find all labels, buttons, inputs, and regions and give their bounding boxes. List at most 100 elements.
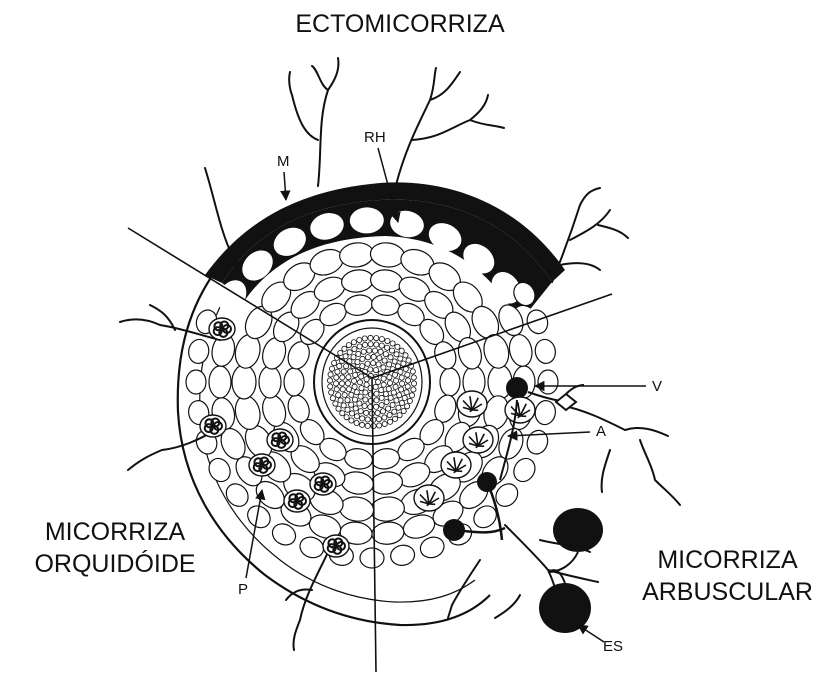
label-P: P	[238, 581, 248, 598]
peloton	[284, 490, 310, 512]
vascular-cell	[373, 384, 378, 389]
vascular-cell	[374, 336, 379, 341]
cortex-cell	[538, 370, 558, 394]
vascular-cell	[368, 335, 373, 340]
peloton	[209, 318, 235, 340]
cortex-cell	[259, 366, 281, 398]
vascular-cell	[348, 369, 353, 374]
arbuscule	[441, 452, 471, 478]
vascular-cell	[332, 361, 337, 366]
vascular-cell	[382, 415, 387, 420]
vascular-cell	[389, 348, 394, 353]
cortex-cell	[370, 293, 401, 318]
vascular-cell	[365, 361, 370, 366]
vascular-cell	[381, 365, 386, 370]
vascular-cell	[358, 409, 363, 414]
vascular-cell	[411, 375, 416, 380]
vascular-cell	[399, 381, 404, 386]
cortex-cell	[338, 241, 375, 269]
vascular-cell	[392, 372, 397, 377]
vascular-cell	[346, 375, 351, 380]
vascular-cell	[328, 372, 333, 377]
cortex-cell	[389, 543, 416, 567]
vascular-cell	[334, 387, 339, 392]
vascular-cell	[364, 410, 369, 415]
vascular-cell	[359, 386, 364, 391]
cortex-cell	[371, 521, 405, 546]
label-V: V	[652, 378, 662, 395]
vascular-cell	[399, 400, 404, 405]
vascular-cell	[362, 336, 367, 341]
label-RH: RH	[364, 129, 386, 146]
vascular-cell	[353, 406, 358, 411]
peloton	[310, 473, 336, 495]
cortex-cell	[205, 455, 234, 486]
vascular-cell	[362, 342, 367, 347]
vascular-cell	[387, 412, 392, 417]
vascular-cell	[343, 354, 348, 359]
vascular-cell	[387, 375, 392, 380]
vascular-cell	[406, 358, 411, 363]
vascular-cell	[379, 343, 384, 348]
vascular-cell	[394, 398, 399, 403]
vascular-cell	[372, 348, 377, 353]
vascular-cell	[371, 424, 376, 429]
arbuscule	[463, 427, 493, 453]
vascular-cell	[383, 352, 388, 357]
vascular-cell	[359, 374, 364, 379]
vascular-cell	[333, 401, 338, 406]
cortex-cell	[340, 268, 375, 294]
vascular-cell	[345, 381, 350, 386]
vascular-cell	[404, 390, 409, 395]
vascular-cell	[368, 367, 373, 372]
vascular-cell	[399, 375, 404, 380]
vascular-cell	[367, 348, 372, 353]
label-A: A	[596, 423, 606, 440]
cortex-cell	[209, 366, 231, 398]
cortex-cell	[369, 268, 404, 294]
cortex-cell	[340, 470, 375, 496]
vascular-cell	[398, 356, 403, 361]
vascular-cell	[347, 350, 352, 355]
vascular-cell	[340, 411, 345, 416]
vascular-cell	[371, 361, 376, 366]
cortex-cell	[370, 447, 401, 472]
arbuscule	[505, 397, 535, 423]
vascular-cell	[382, 358, 387, 363]
vascular-cell	[397, 413, 402, 418]
cortex-cell	[510, 455, 539, 486]
vascular-cell	[346, 343, 351, 348]
cortex-cell	[524, 428, 551, 457]
vascular-cell	[392, 409, 397, 414]
vascular-cell	[363, 390, 368, 395]
vascular-cell	[374, 391, 379, 396]
vascular-cell	[360, 356, 365, 361]
peloton	[249, 454, 275, 476]
vascular-cell	[339, 381, 344, 386]
cortex-cell	[343, 293, 374, 318]
vascular-cell	[379, 388, 384, 393]
cortex-cell	[369, 241, 406, 269]
vascular-cell	[353, 373, 358, 378]
vascular-cell	[375, 410, 380, 415]
vascular-cell	[355, 359, 360, 364]
vascular-cell	[329, 366, 334, 371]
vascular-cell	[410, 369, 415, 374]
vascular-cell	[388, 355, 393, 360]
vascular-cell	[328, 384, 333, 389]
vascular-cell	[383, 391, 388, 396]
vascular-cell	[336, 393, 341, 398]
vascular-cell	[411, 387, 416, 392]
vascular-cell	[356, 351, 361, 356]
vascular-cell	[401, 361, 406, 366]
cortex-cell	[440, 368, 460, 396]
vascular-cell	[381, 382, 386, 387]
cortex-cell	[284, 368, 304, 396]
vascular-cell	[349, 418, 354, 423]
vascular-cell	[364, 382, 369, 387]
vascular-cell	[405, 378, 410, 383]
vascular-cell	[393, 416, 398, 421]
peloton	[323, 535, 349, 557]
vascular-cell	[374, 404, 379, 409]
